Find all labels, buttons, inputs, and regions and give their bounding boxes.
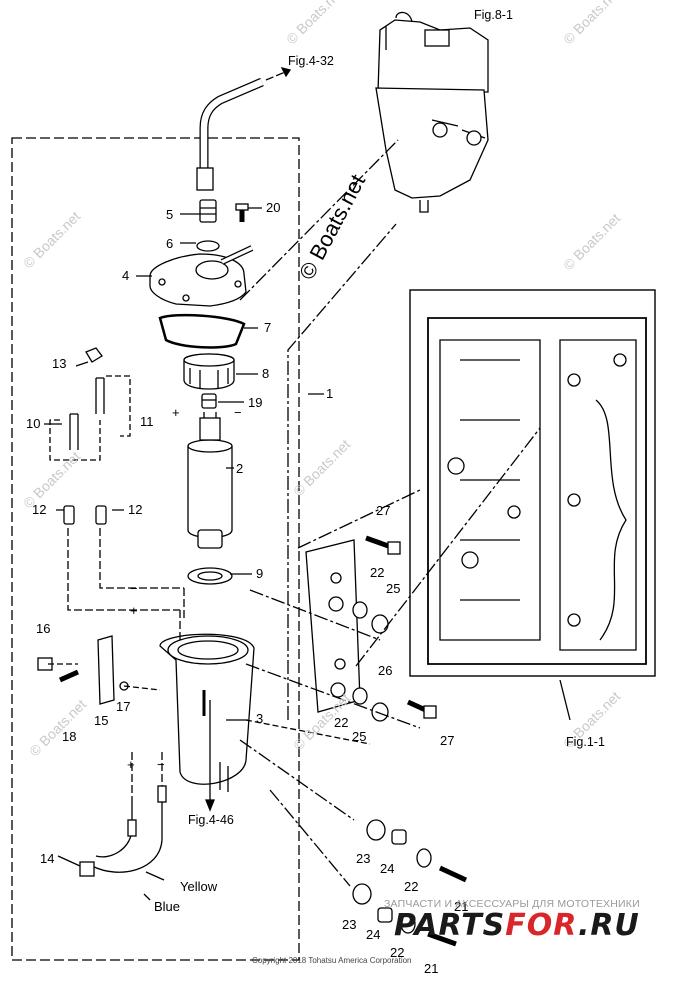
bracket-11	[106, 375, 131, 437]
bracket-10	[49, 419, 101, 461]
callout-24: 24	[380, 861, 395, 876]
pump-housing-part	[159, 633, 255, 792]
shop-logo-parts: PARTS	[394, 908, 506, 943]
callout-17: 17	[116, 699, 131, 714]
polarity-minus: −	[130, 581, 138, 596]
filter-cap-part	[201, 393, 217, 409]
polarity-plus: +	[130, 603, 138, 618]
reference-fig8-1[interactable]: Fig.8-1	[474, 8, 513, 22]
reference-fig4-46[interactable]: Fig.4-46	[188, 813, 234, 827]
callout-16: 16	[36, 621, 51, 636]
screw-12-parts	[63, 505, 107, 525]
bracket-bolt-parts	[37, 635, 129, 705]
assembly-boundary	[11, 137, 300, 961]
wire-harness-part	[79, 785, 167, 877]
screw-part	[235, 203, 249, 222]
callout-4: 4	[122, 268, 130, 283]
wire-label-yellow: Yellow	[180, 879, 218, 894]
arrow-fig4-32	[265, 69, 291, 81]
callout-22: 22	[404, 879, 419, 894]
callout-21: 21	[454, 899, 469, 914]
callout-24: 24	[366, 927, 381, 942]
callout-15: 15	[94, 713, 109, 728]
wire-route-minus	[99, 528, 184, 589]
callout-7: 7	[264, 320, 272, 335]
callout-26: 26	[378, 663, 393, 678]
pump-cover-part	[149, 245, 254, 307]
callout-25: 25	[386, 581, 401, 596]
fuel-pump-part	[187, 412, 233, 549]
clip-parts	[69, 347, 105, 450]
callout-23: 23	[356, 851, 371, 866]
callout-27: 27	[376, 503, 391, 518]
washer-part	[196, 240, 220, 252]
shop-tagline: ЗАПЧАСТИ И АКСЕССУАРЫ ДЛЯ МОТОТЕХНИКИ	[384, 898, 640, 910]
callout-12: 12	[128, 502, 143, 517]
mount-bracket-part	[305, 539, 361, 713]
callout-13: 13	[52, 356, 67, 371]
shop-logo-ru: .RU	[577, 908, 640, 943]
callout-20: 20	[266, 200, 281, 215]
copyright-text: Copyright 2018 Tohatsu America Corporati…	[252, 956, 412, 965]
callout-14: 14	[40, 851, 55, 866]
callout-6: 6	[166, 236, 174, 251]
bolt-27-parts	[365, 535, 437, 719]
callout-1: 1	[326, 386, 334, 401]
o-ring-part	[158, 313, 246, 349]
wire-route-plus	[67, 528, 180, 611]
polarity-plus: +	[127, 757, 135, 772]
polarity-plus: +	[172, 405, 180, 420]
callout-27: 27	[440, 733, 455, 748]
grommet-part	[187, 567, 233, 585]
callout-18: 18	[62, 729, 77, 744]
shop-logo: PARTSFOR.RU	[394, 908, 640, 943]
shop-logo-for: FOR	[505, 908, 578, 943]
reference-fig1-1[interactable]: Fig.1-1	[566, 735, 605, 749]
callout-22: 22	[370, 565, 385, 580]
callout-22: 22	[390, 945, 405, 960]
callout-3: 3	[256, 711, 264, 726]
callout-9: 9	[256, 566, 264, 581]
callout-21: 21	[424, 961, 439, 976]
fuel-vapor-separator-part	[375, 11, 489, 213]
callout-12: 12	[32, 502, 47, 517]
callout-23: 23	[342, 917, 357, 932]
callout-2: 2	[236, 461, 244, 476]
polarity-minus: −	[234, 405, 242, 420]
vapor-hose-part	[196, 77, 264, 191]
callout-8: 8	[262, 366, 270, 381]
callout-25: 25	[352, 729, 367, 744]
callout-22: 22	[334, 715, 349, 730]
ring-nut-part	[183, 353, 235, 390]
callout-5: 5	[166, 207, 174, 222]
callout-11: 11	[140, 414, 154, 429]
lower-mount-parts	[352, 819, 468, 947]
callout-19: 19	[248, 395, 263, 410]
wire-label-blue: Blue	[154, 899, 181, 914]
polarity-minus: −	[157, 757, 165, 772]
engine-block-part	[409, 289, 656, 677]
reference-fig4-32[interactable]: Fig.4-32	[288, 54, 334, 68]
fitting-part	[199, 199, 217, 223]
callout-10: 10	[26, 416, 41, 431]
